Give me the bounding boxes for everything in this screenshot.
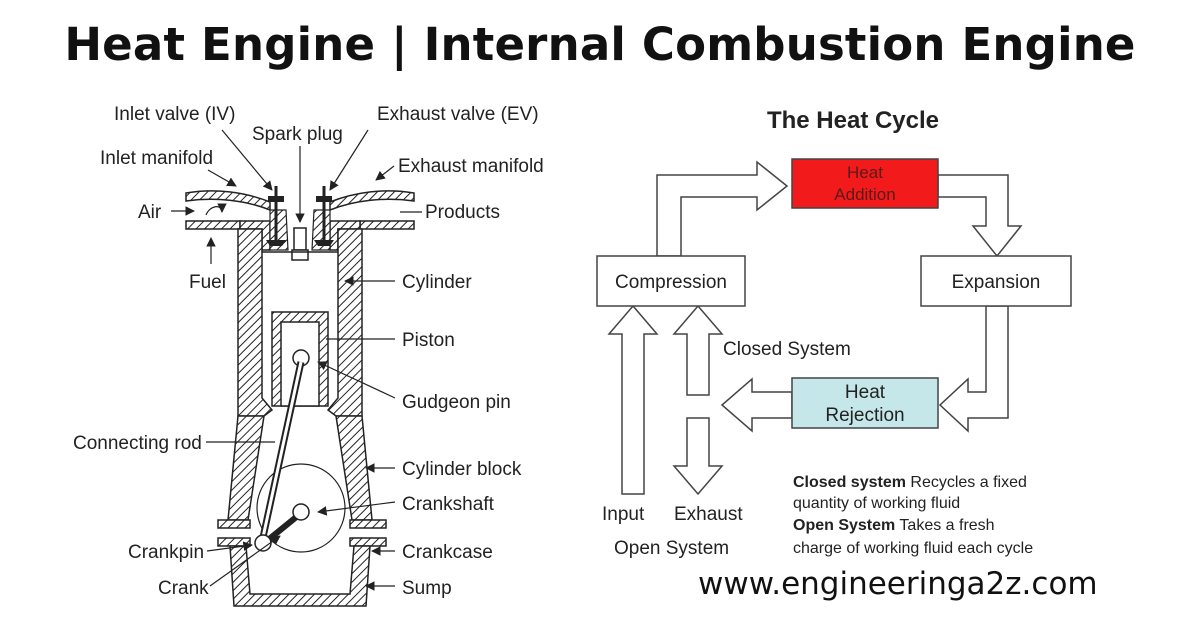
label-air: Air — [138, 202, 162, 223]
note-closed-line1: Closed system Recycles a fixed — [793, 474, 1027, 491]
expansion-label: Expansion — [952, 272, 1041, 293]
compression-box — [596, 255, 746, 307]
label-spark-plug: Spark plug — [252, 124, 343, 145]
heat-rejection-line2: Rejection — [825, 405, 904, 426]
arrow-exhaust — [672, 417, 724, 496]
label-piston: Piston — [402, 330, 455, 351]
engine-labels: Inlet valve (IV) Spark plug Exhaust valv… — [73, 104, 544, 599]
arrow-to-heat-addition — [656, 160, 789, 257]
heat-cycle-title: The Heat Cycle — [767, 107, 939, 134]
label-cylinder: Cylinder — [402, 272, 472, 293]
note-closed-line2: quantity of working fluid — [793, 495, 960, 512]
label-cylinder-block: Cylinder block — [402, 459, 522, 480]
inlet-valve-shape — [266, 186, 286, 246]
arrow-to-expansion — [937, 174, 1023, 258]
label-crankcase: Crankcase — [402, 542, 493, 563]
page-title: Heat Engine | Internal Combustion Engine — [64, 18, 1136, 71]
label-exhaust-valve: Exhaust valve (EV) — [377, 104, 539, 125]
label-products: Products — [425, 202, 500, 223]
heat-rejection-line1: Heat — [845, 382, 886, 403]
arrow-input — [607, 304, 659, 495]
label-inlet-valve: Inlet valve (IV) — [114, 104, 235, 125]
heat-cycle-diagram: The Heat Cycle Heat Addition Compression… — [596, 107, 1072, 559]
arrow-closed-return — [672, 304, 724, 396]
heat-addition-line2: Addition — [834, 185, 895, 204]
engine-leader-lines — [171, 129, 422, 591]
heat-rejection-box — [791, 377, 939, 429]
compression-label: Compression — [615, 272, 727, 293]
label-crankshaft: Crankshaft — [402, 494, 495, 515]
exhaust-valve-shape — [314, 186, 334, 246]
label-inlet-manifold: Inlet manifold — [100, 148, 213, 169]
note-open-line1: Open System Takes a fresh — [793, 517, 995, 534]
website-url: www.engineeringa2z.com — [698, 566, 1098, 602]
label-gudgeon-pin: Gudgeon pin — [402, 392, 511, 413]
label-crank: Crank — [158, 578, 209, 599]
label-connecting-rod: Connecting rod — [73, 433, 202, 454]
label-crankpin: Crankpin — [128, 542, 204, 563]
spark-plug-shape — [291, 227, 309, 261]
crankshaft-shape — [292, 503, 310, 521]
exhaust-manifold-shape — [329, 190, 415, 230]
arrow-from-heat-rejection — [720, 377, 793, 433]
expansion-box — [920, 255, 1072, 307]
exhaust-label: Exhaust — [674, 504, 743, 525]
heat-addition-box — [791, 158, 939, 209]
heat-addition-line1: Heat — [847, 163, 883, 182]
open-system-label: Open System — [614, 538, 729, 559]
closed-system-label: Closed System — [723, 339, 851, 360]
label-fuel: Fuel — [189, 272, 226, 293]
arrow-to-heat-rejection — [938, 305, 1009, 433]
label-exhaust-manifold: Exhaust manifold — [398, 156, 544, 177]
engine-diagram — [185, 186, 415, 607]
label-sump: Sump — [402, 578, 452, 599]
input-label: Input — [602, 504, 645, 525]
note-open-line2: charge of working fluid each cycle — [793, 540, 1033, 557]
piston-shape — [271, 311, 329, 407]
